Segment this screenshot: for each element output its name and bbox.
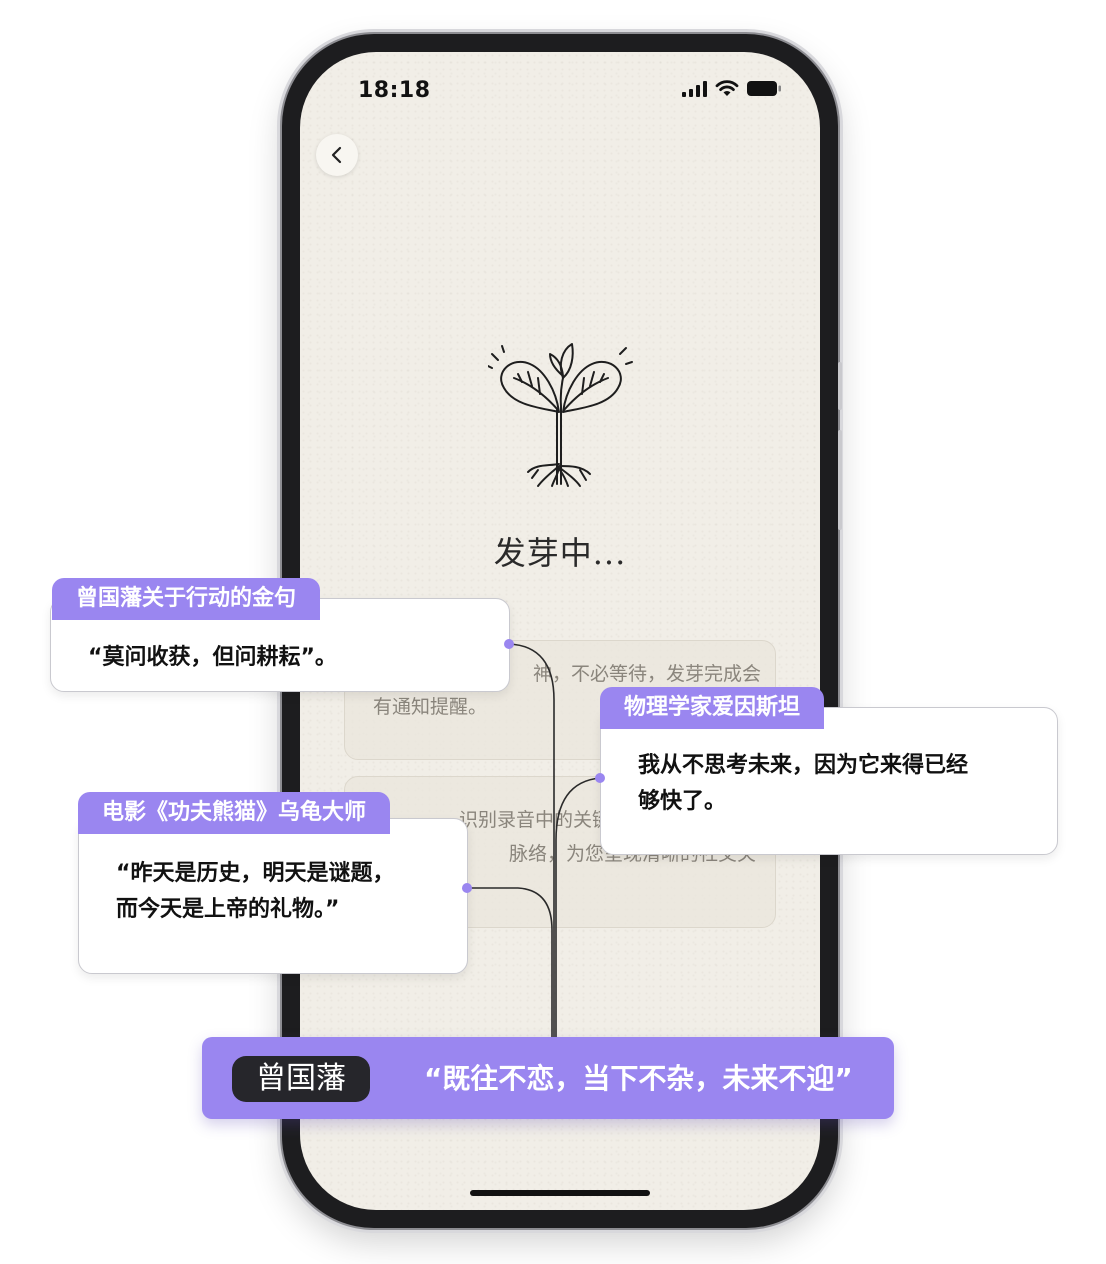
- battery-icon: [747, 81, 781, 96]
- callout-quote-line: “莫问收获，但问耕耘”。: [88, 645, 337, 670]
- back-button[interactable]: [316, 134, 358, 176]
- connector-dot: [504, 639, 514, 649]
- chevron-left-icon: [331, 146, 342, 164]
- card-text-line: 神，不必等待，发芽完成会: [533, 663, 762, 685]
- featured-quote-banner: 曾国藩 “既往不恋，当下不杂，未来不迎”: [202, 1037, 894, 1119]
- status-time: 18:18: [358, 78, 431, 103]
- callout-tag: 物理学家爱因斯坦: [600, 687, 825, 729]
- card-text-line: 有通知提醒。: [373, 696, 488, 718]
- connector-dot: [462, 883, 472, 893]
- callout-quote-block: 我从不思考未来，因为它来得已经 够快了。: [638, 748, 968, 820]
- featured-quote-text: “既往不恋，当下不杂，未来不迎”: [424, 1062, 853, 1095]
- callout-quote-block: “昨天是历史，明天是谜题， 而今天是上帝的礼物。”: [116, 856, 394, 928]
- callout-quote-line: “昨天是历史，明天是谜题，: [116, 861, 395, 886]
- status-icons: [682, 80, 782, 97]
- speaker-tag: 曾国藩: [232, 1056, 370, 1102]
- sprouting-status-text: 发芽中...: [493, 534, 627, 572]
- signal-icon: [682, 80, 707, 97]
- quote-callout-einstein: [600, 707, 1058, 855]
- callout-quote-line: 够快了。: [638, 789, 727, 814]
- connector-dot: [595, 773, 605, 783]
- callout-tag: 电影《功夫熊猫》乌龟大师: [78, 792, 391, 834]
- sprout-illustration-icon: [488, 343, 633, 487]
- wifi-icon: [715, 80, 739, 96]
- callout-quote-line: 而今天是上帝的礼物。”: [116, 897, 340, 922]
- callout-tag: 曾国藩关于行动的金句: [52, 578, 321, 620]
- callout-quote-line: 我从不思考未来，因为它来得已经: [638, 753, 969, 778]
- phone-side-button-lower: [838, 430, 842, 530]
- home-indicator[interactable]: [470, 1190, 650, 1196]
- quote-callout-kung-fu-panda: [78, 818, 468, 974]
- phone-side-button-upper: [838, 362, 842, 410]
- phone-screen: 18:18: [300, 52, 820, 1210]
